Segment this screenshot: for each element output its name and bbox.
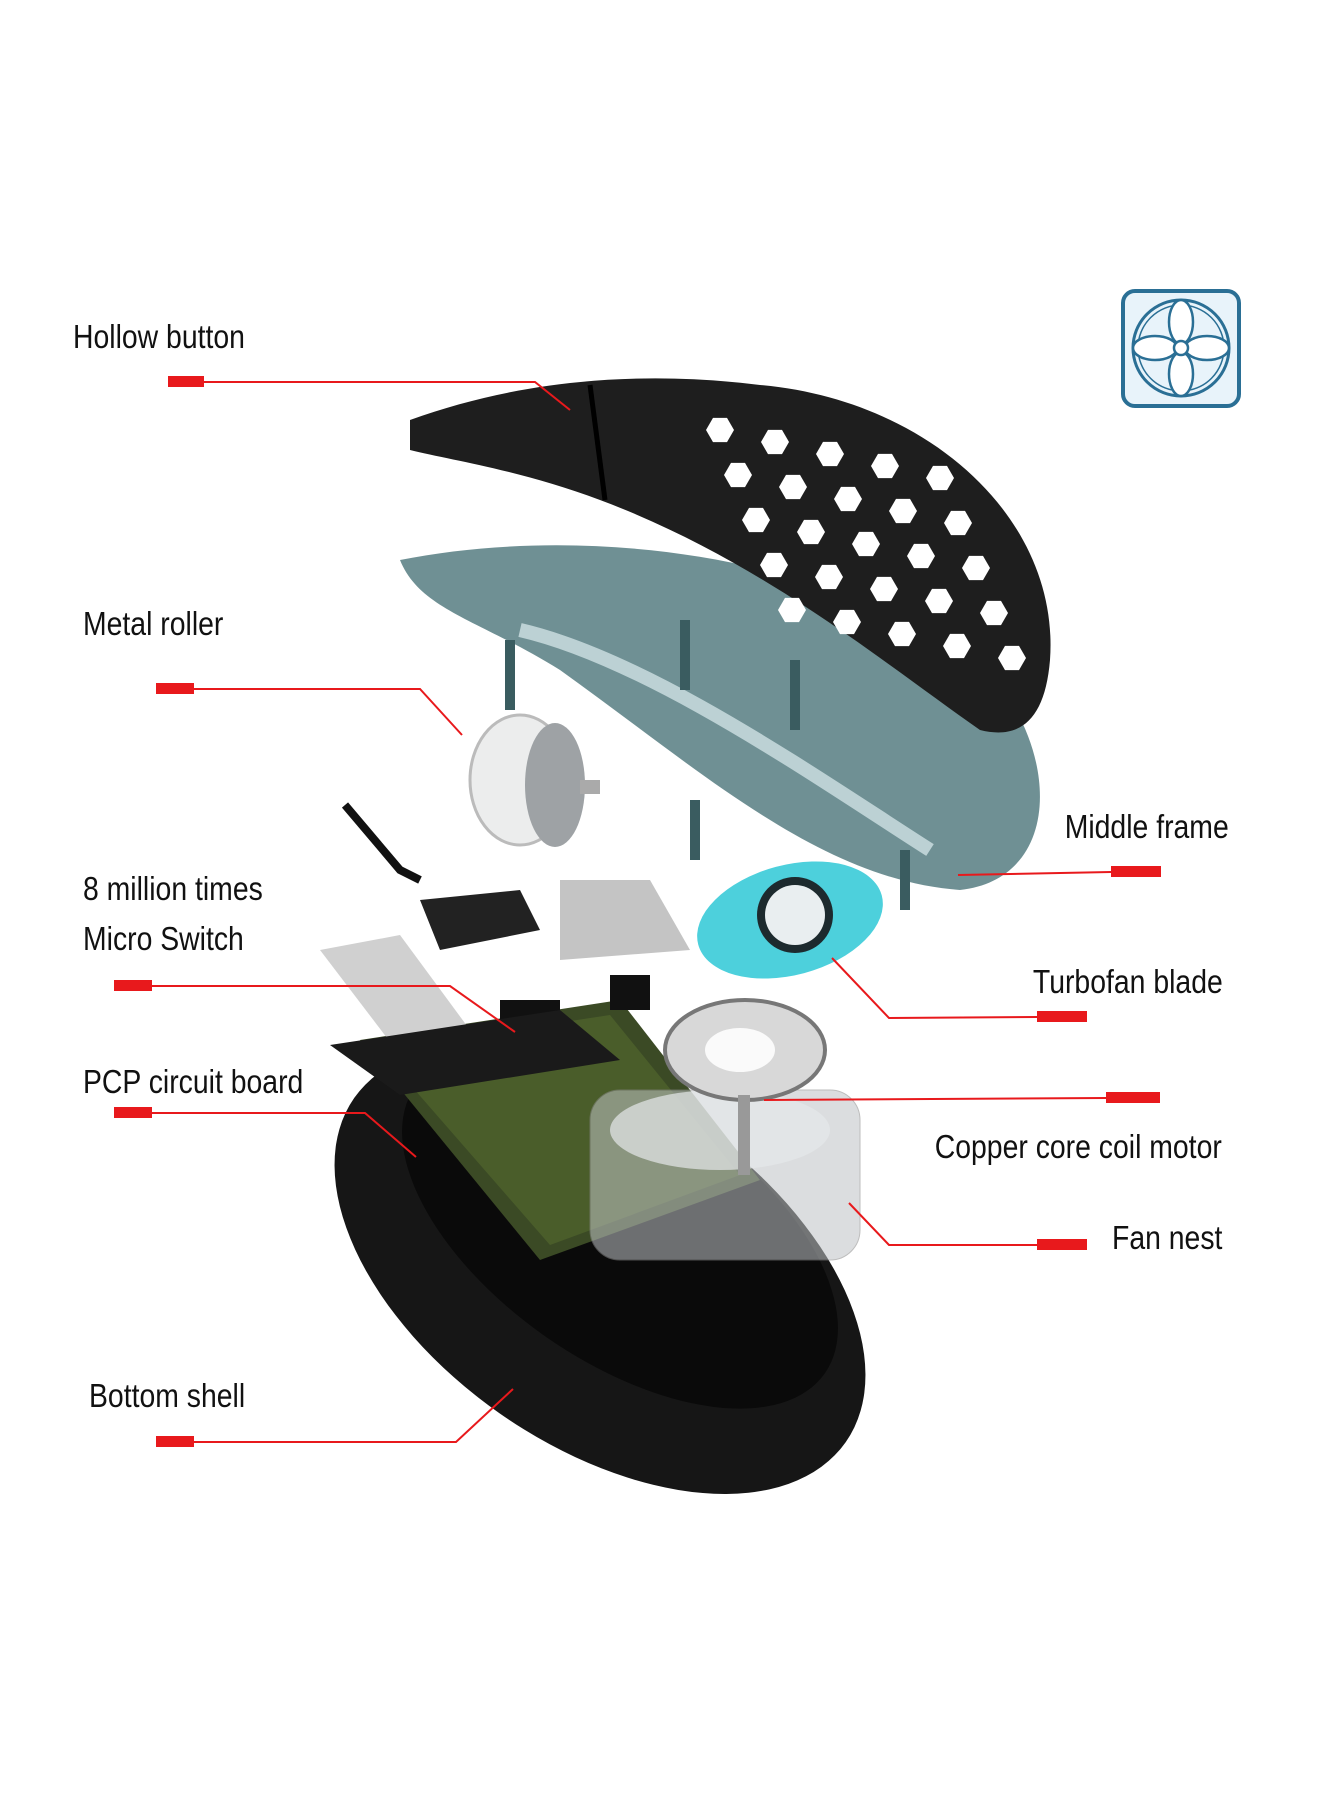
honeycomb-hole	[907, 543, 935, 569]
honeycomb-hole	[943, 633, 971, 659]
label-micro-switch-line2: Micro Switch	[83, 920, 244, 957]
label-micro-switch-line1: 8 million times	[83, 870, 263, 907]
copper-core-coil-motor	[663, 998, 827, 1175]
honeycomb-hole	[870, 576, 898, 602]
honeycomb-hole	[834, 486, 862, 512]
honeycomb-hole	[761, 429, 789, 455]
honeycomb-hole	[816, 441, 844, 467]
label-copper-core-coil-motor: Copper core coil motor	[934, 1128, 1222, 1165]
honeycomb-hole	[760, 552, 788, 578]
honeycomb-hole	[925, 588, 953, 614]
honeycomb-hole	[980, 600, 1008, 626]
honeycomb-hole	[797, 519, 825, 545]
fan-icon	[1121, 289, 1241, 408]
leader-markers	[114, 376, 1161, 1447]
honeycomb-hole	[962, 555, 990, 581]
top-shell	[410, 378, 1051, 733]
fan-nest	[589, 1089, 861, 1261]
label-middle-frame: Middle frame	[1064, 808, 1229, 845]
turbofan-blade	[697, 861, 883, 979]
honeycomb-hole	[889, 498, 917, 524]
leader-lines	[134, 381, 1112, 1443]
honeycomb-hole	[926, 465, 954, 491]
label-metal-roller: Metal roller	[83, 605, 224, 642]
micro-switch-parts	[320, 802, 690, 1095]
honeycomb-hole	[871, 453, 899, 479]
honeycomb-hole	[998, 645, 1026, 671]
honeycomb-hole	[944, 510, 972, 536]
label-pcp-circuit-board: PCP circuit board	[83, 1063, 304, 1100]
label-fan-nest: Fan nest	[1111, 1219, 1222, 1256]
honeycomb-hole	[724, 462, 752, 488]
honeycomb-hole	[742, 507, 770, 533]
honeycomb-hole	[779, 474, 807, 500]
metal-roller	[468, 713, 600, 847]
honeycomb-hole	[852, 531, 880, 557]
honeycomb-hole	[888, 621, 916, 647]
honeycomb-hole	[778, 597, 806, 623]
honeycomb-hole	[833, 609, 861, 635]
label-turbofan-blade: Turbofan blade	[1033, 963, 1223, 1000]
label-bottom-shell: Bottom shell	[89, 1377, 246, 1414]
honeycomb-hole	[706, 417, 734, 443]
honeycomb-hole	[815, 564, 843, 590]
label-hollow-button: Hollow button	[73, 318, 245, 355]
